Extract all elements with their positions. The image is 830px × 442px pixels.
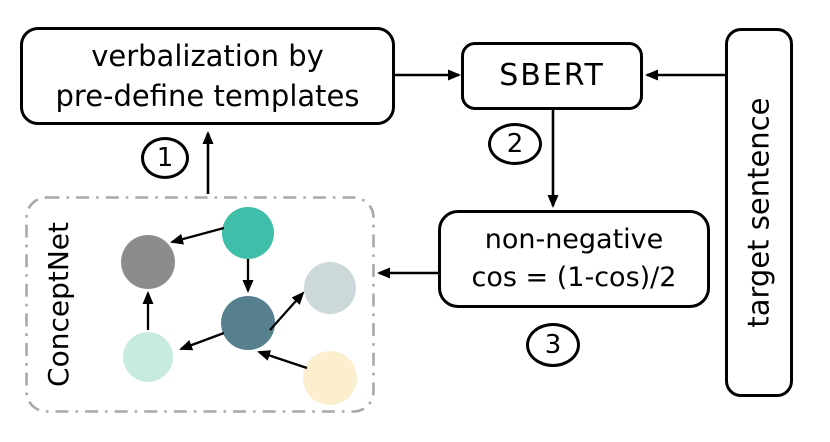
graph-node-teal xyxy=(222,207,274,259)
graph-node-gray xyxy=(121,235,175,289)
graph-edge-darkteal-to-lightblue xyxy=(269,291,305,331)
step-badge-3: 3 xyxy=(526,323,580,367)
graph-node-mint xyxy=(123,332,173,382)
step-badge-1: 1 xyxy=(141,137,189,179)
graph-edge-darkteal-to-mint xyxy=(179,331,225,351)
nonneg-cos-line2: cos = (1-cos)/2 xyxy=(471,262,677,293)
verbalization-line2: pre-define templates xyxy=(55,79,360,113)
target-sentence-box: target sentence xyxy=(725,28,793,397)
graph-node-cream xyxy=(303,351,357,405)
graph-node-lightblue xyxy=(304,262,356,314)
nonneg-cos-box: non-negative cos = (1-cos)/2 xyxy=(438,210,710,308)
sbert-box: SBERT xyxy=(461,42,643,110)
verbalization-line1: verbalization by xyxy=(91,39,324,73)
graph-node-darkteal xyxy=(221,296,275,350)
nonneg-cos-line1: non-negative xyxy=(484,224,664,255)
step-badge-2: 2 xyxy=(488,123,542,165)
verbalization-box: verbalization by pre-define templates xyxy=(20,27,395,125)
conceptnet-dashed-border xyxy=(25,196,375,413)
graph-edge-teal-to-gray xyxy=(170,226,225,245)
graph-edge-cream-to-darkteal xyxy=(257,350,308,370)
sbert-label: SBERT xyxy=(499,57,605,93)
step-1-number: 1 xyxy=(156,143,174,173)
step-3-number: 3 xyxy=(544,330,562,360)
step-2-number: 2 xyxy=(506,129,524,159)
